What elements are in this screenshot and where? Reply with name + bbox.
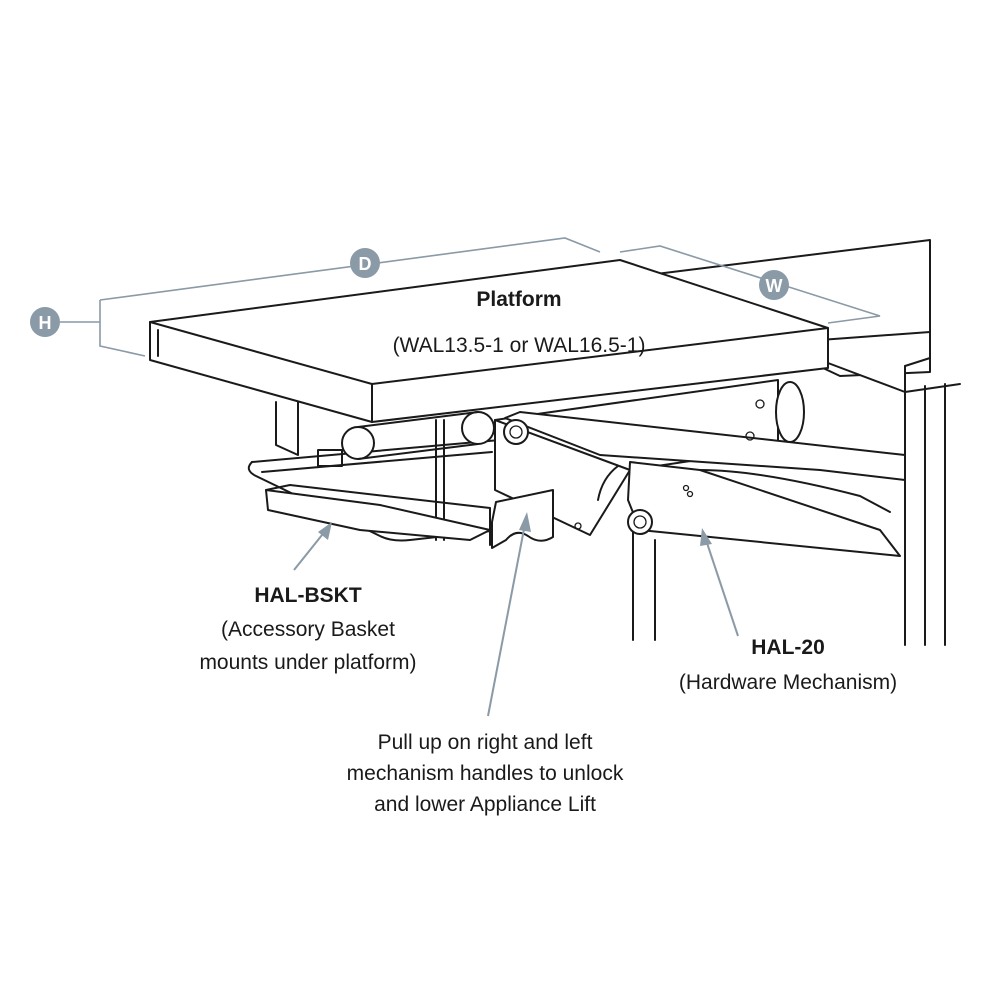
height-badge: H: [30, 307, 60, 337]
handle-leader: [487, 512, 531, 717]
roller-belt-top: [357, 411, 479, 428]
roller-belt-bottom: [357, 443, 479, 460]
basket-rail-back: [251, 439, 501, 463]
mechanism-arrowhead: [700, 528, 712, 546]
roller-right: [461, 411, 495, 445]
gas-spring-cylinder: [775, 381, 805, 443]
instruction-line3: and lower Appliance Lift: [374, 793, 596, 816]
basket-desc-line1: (Accessory Basket: [221, 618, 395, 641]
handle-arrowhead: [519, 512, 531, 532]
depth-badge: D: [350, 248, 380, 278]
unlock-handle[interactable]: [491, 489, 554, 549]
rivet-3: [574, 522, 582, 530]
gas-spring-rod: [699, 469, 891, 513]
rivet-2: [745, 431, 755, 441]
height-badge-label: H: [39, 313, 52, 333]
instruction-line2: mechanism handles to unlock: [347, 762, 624, 785]
adjuster-arc: [597, 465, 619, 501]
height-badge-circle: [30, 307, 60, 337]
basket-leader: [293, 522, 332, 571]
basket-bracket-left: [275, 401, 299, 456]
height-dimension-line: [99, 300, 146, 357]
basket-tray: [265, 489, 491, 541]
countertop-edge: [819, 331, 931, 393]
basket-code: HAL-BSKT: [254, 584, 361, 607]
depth-badge-circle: [350, 248, 380, 278]
depth-dimension-line: [99, 237, 601, 301]
basket-clip: [317, 449, 343, 467]
depth-badge-label: D: [359, 254, 372, 274]
basket-leader-line: [293, 529, 327, 571]
rivet-4: [682, 484, 690, 492]
rivet-5: [686, 490, 694, 498]
platform-title: Platform: [476, 288, 561, 311]
countertop-front: [904, 383, 961, 393]
rivet-1: [755, 399, 765, 409]
mechanism-leader-line: [705, 539, 739, 637]
mechanism-side: [494, 419, 631, 536]
handle-leader-line: [487, 523, 526, 717]
hardware-mechanism: [341, 379, 906, 557]
width-badge: W: [759, 270, 789, 300]
width-badge-label: W: [766, 276, 783, 296]
basket-rail-front: [247, 461, 501, 542]
pivot-bolt-lower: [627, 509, 653, 535]
mechanism-code: HAL-20: [751, 636, 825, 659]
lift-arm-upper: [504, 411, 906, 481]
instruction-line1: Pull up on right and left: [378, 731, 593, 754]
basket-arrowhead: [318, 522, 332, 540]
basket-desc-line2: mounts under platform): [199, 651, 416, 674]
mechanism-desc: (Hardware Mechanism): [679, 671, 897, 694]
platform: [149, 259, 829, 423]
pivot-bolt-upper: [503, 419, 529, 445]
width-badge-circle: [759, 270, 789, 300]
roller-left: [341, 426, 375, 460]
platform-body: [149, 259, 829, 423]
pivot-bolt-upper-inner: [509, 425, 523, 439]
basket-rail-mid: [261, 451, 493, 473]
pivot-bolt-lower-inner: [633, 515, 647, 529]
platform-models: (WAL13.5-1 or WAL16.5-1): [393, 334, 646, 357]
mechanism-leader: [700, 528, 739, 637]
